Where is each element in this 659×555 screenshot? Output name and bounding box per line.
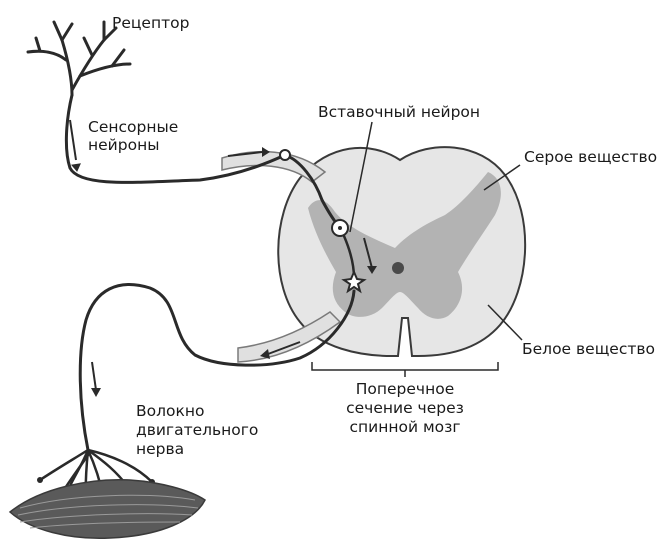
label-gray-matter: Серое вещество — [524, 148, 657, 167]
label-interneuron: Вставочный нейрон — [318, 103, 480, 122]
sensory-cell-body — [280, 150, 290, 160]
central-canal — [392, 262, 404, 274]
label-section-line1: Поперечное — [335, 380, 475, 399]
label-section-line3: спинной мозг — [335, 418, 475, 437]
label-sensory-line2: нейроны — [88, 136, 159, 155]
interneuron-nucleus — [338, 226, 342, 230]
label-white-matter: Белое вещество — [522, 340, 655, 359]
label-motor-line2: двигательного — [136, 421, 258, 440]
label-motor-line3: нерва — [136, 440, 184, 459]
section-bracket — [312, 362, 498, 377]
label-receptor: Рецептор — [112, 14, 189, 33]
muscle — [10, 480, 205, 539]
label-section-line2: сечение через — [335, 399, 475, 418]
arrow-motor — [92, 362, 96, 390]
arrow-sensory — [70, 120, 76, 160]
label-motor-line1: Волокно — [136, 402, 205, 421]
label-sensory-line1: Сенсорные — [88, 118, 178, 137]
